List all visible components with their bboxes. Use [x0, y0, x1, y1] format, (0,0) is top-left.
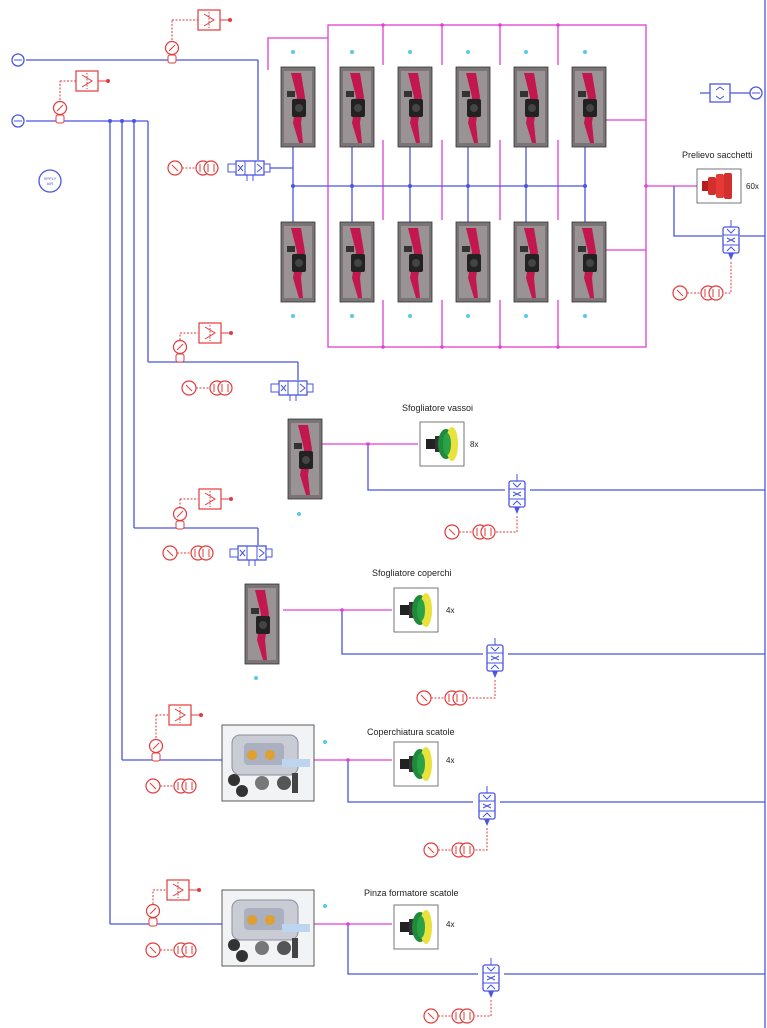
coperchi-valve [229, 545, 273, 567]
group-count-vassoi: 8x [470, 440, 479, 449]
sensor-main [167, 160, 219, 176]
sensor-pinza [145, 942, 197, 958]
coperchi-regulator [172, 488, 234, 530]
sensor-coperchi [162, 545, 214, 561]
cylinder-vassoi [287, 418, 323, 500]
suction-cup-pinza [393, 904, 439, 950]
suction-cup-coperchiatura [393, 741, 439, 787]
suction-cup-coperchi [393, 587, 439, 633]
group-count-pinza: 4x [446, 920, 455, 929]
sensor-pinza-vgen [423, 1008, 475, 1024]
top-regulator [164, 9, 233, 64]
group-label-vassoi: Sfogliatore vassoi [402, 403, 474, 413]
supply-air-symbol [38, 169, 62, 193]
group-label-pinza: Pinza formatore scatole [364, 888, 459, 898]
vassoi-valve [270, 380, 314, 402]
exhaust-valve [709, 83, 763, 103]
supply-regulator [52, 70, 111, 124]
group-label-coperchi: Sfogliatore coperchi [372, 568, 452, 578]
supply-port-1 [11, 53, 25, 67]
cylinder-row-upper [280, 66, 607, 148]
supply-air-label: SPPLY AIR [43, 176, 57, 186]
suction-cup-prelievo [696, 168, 742, 204]
vgen-feed-lines [468, 262, 732, 1017]
group-label-coperchiatura: Coperchiatura scatole [367, 727, 455, 737]
supply-port-2 [11, 114, 25, 128]
sensor-coperchiatura [145, 778, 197, 794]
vacuum-generator-coperchiatura [478, 785, 496, 827]
suction-cup-vassoi [419, 421, 465, 467]
group-count-prelievo: 60x [746, 182, 759, 191]
cylinder-ports [254, 50, 587, 908]
group-count-coperchiatura: 4x [446, 756, 455, 765]
sensor-vassoi [181, 380, 233, 396]
cylinder-row-lower [280, 221, 607, 303]
vacuum-generator-pinza [482, 957, 500, 999]
group-label-prelievo: Prelievo sacchetti [682, 150, 753, 160]
sensor-vassoi-vgen [444, 524, 496, 540]
sensor-coperchiatura-vgen [423, 842, 475, 858]
sensor-prelievo [672, 285, 724, 301]
group-count-coperchi: 4x [446, 606, 455, 615]
vacuum-network [267, 24, 698, 925]
pneumatic-network [26, 0, 766, 1028]
cylinder-coperchi [244, 583, 280, 665]
coperchiatura-regulator [148, 704, 204, 762]
gripper-pinza [221, 889, 315, 967]
main-valve [227, 160, 271, 182]
sensor-coperchi-vgen [416, 690, 468, 706]
vacuum-generator-vassoi [508, 473, 526, 515]
junction-dots [108, 119, 587, 188]
gripper-coperchiatura [221, 724, 315, 802]
vacuum-dots [340, 23, 648, 926]
vacuum-generator-coperchi [486, 637, 504, 679]
vacuum-generator-prelievo [722, 219, 740, 261]
pinza-regulator [145, 879, 202, 927]
vassoi-regulator [172, 322, 234, 363]
